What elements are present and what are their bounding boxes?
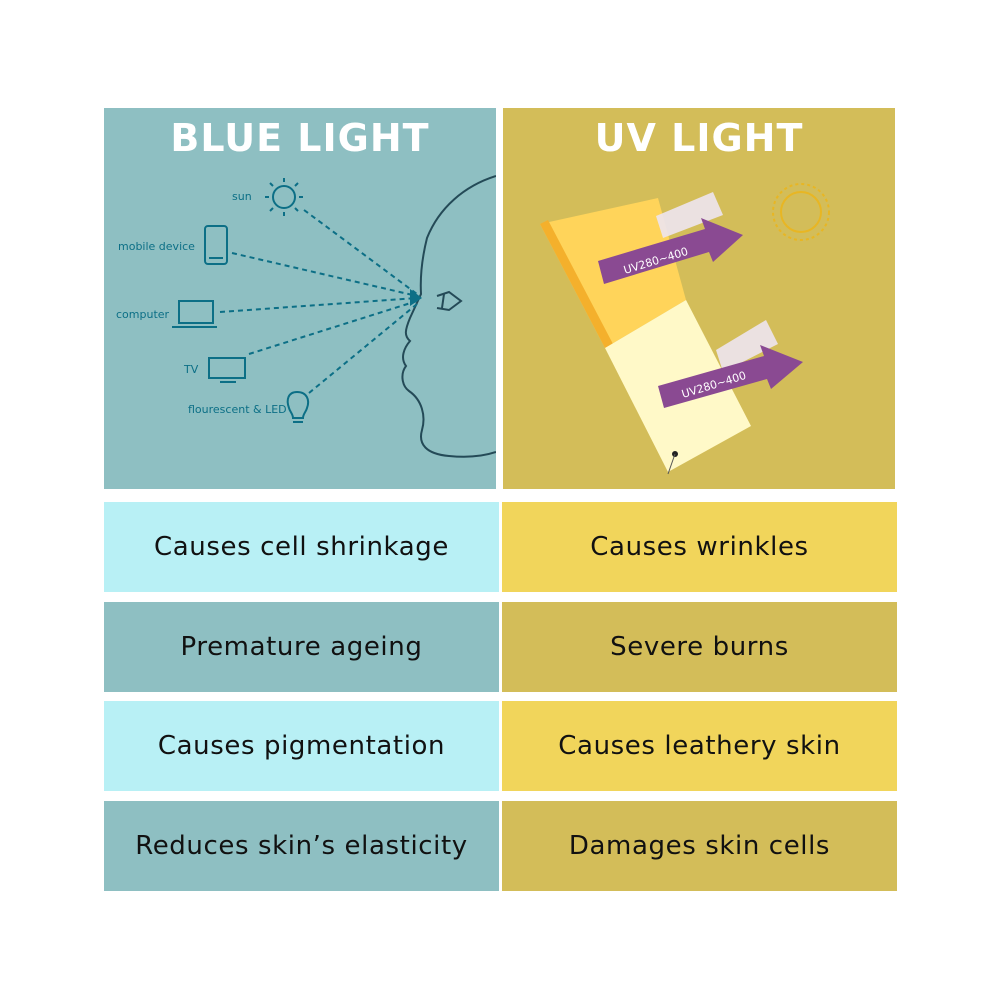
uv-effect-3: Causes leathery skin [502,701,897,791]
uv-arrow-top [598,192,743,284]
face-profile [401,175,496,458]
source-label-tv: TV [183,363,199,376]
rays-arrowhead [410,289,422,306]
blue-effect-2: Premature ageing [104,602,499,692]
sun-icon [265,178,303,216]
eye-icon [436,290,463,312]
source-label-led: flourescent & LED [188,403,287,416]
tv-icon [208,357,246,383]
blue-effect-3: Causes pigmentation [104,701,499,791]
source-label-computer: computer [116,308,170,321]
uv-light-illustration: UV280~400 UV280~400 [540,183,830,475]
source-label-mobile: mobile device [118,240,195,253]
blue-light-illustration: sun mobile device computer TV flourescen… [116,175,496,458]
computer-icon [172,300,217,328]
bulb-icon [286,390,310,423]
source-label-sun: sun [232,190,252,203]
skin-pin [667,451,678,475]
uv-light-panel: UV280~400 UV280~400 UV LIGHT [503,108,895,489]
uv-light-title: UV LIGHT [594,116,804,160]
blue-light-title: BLUE LIGHT [170,116,430,160]
blue-effect-4: Reduces skin’s elasticity [104,801,499,891]
uv-effect-2: Severe burns [502,602,897,692]
sun-outline-icon [772,183,830,241]
mobile-device-icon [204,225,228,265]
uv-effect-4: Damages skin cells [502,801,897,891]
blue-light-panel: sun mobile device computer TV flourescen… [104,108,496,489]
light-rays [219,209,418,394]
uv-effect-1: Causes wrinkles [502,502,897,592]
blue-effect-1: Causes cell shrinkage [104,502,499,592]
uv-arrow-bottom [658,320,803,408]
